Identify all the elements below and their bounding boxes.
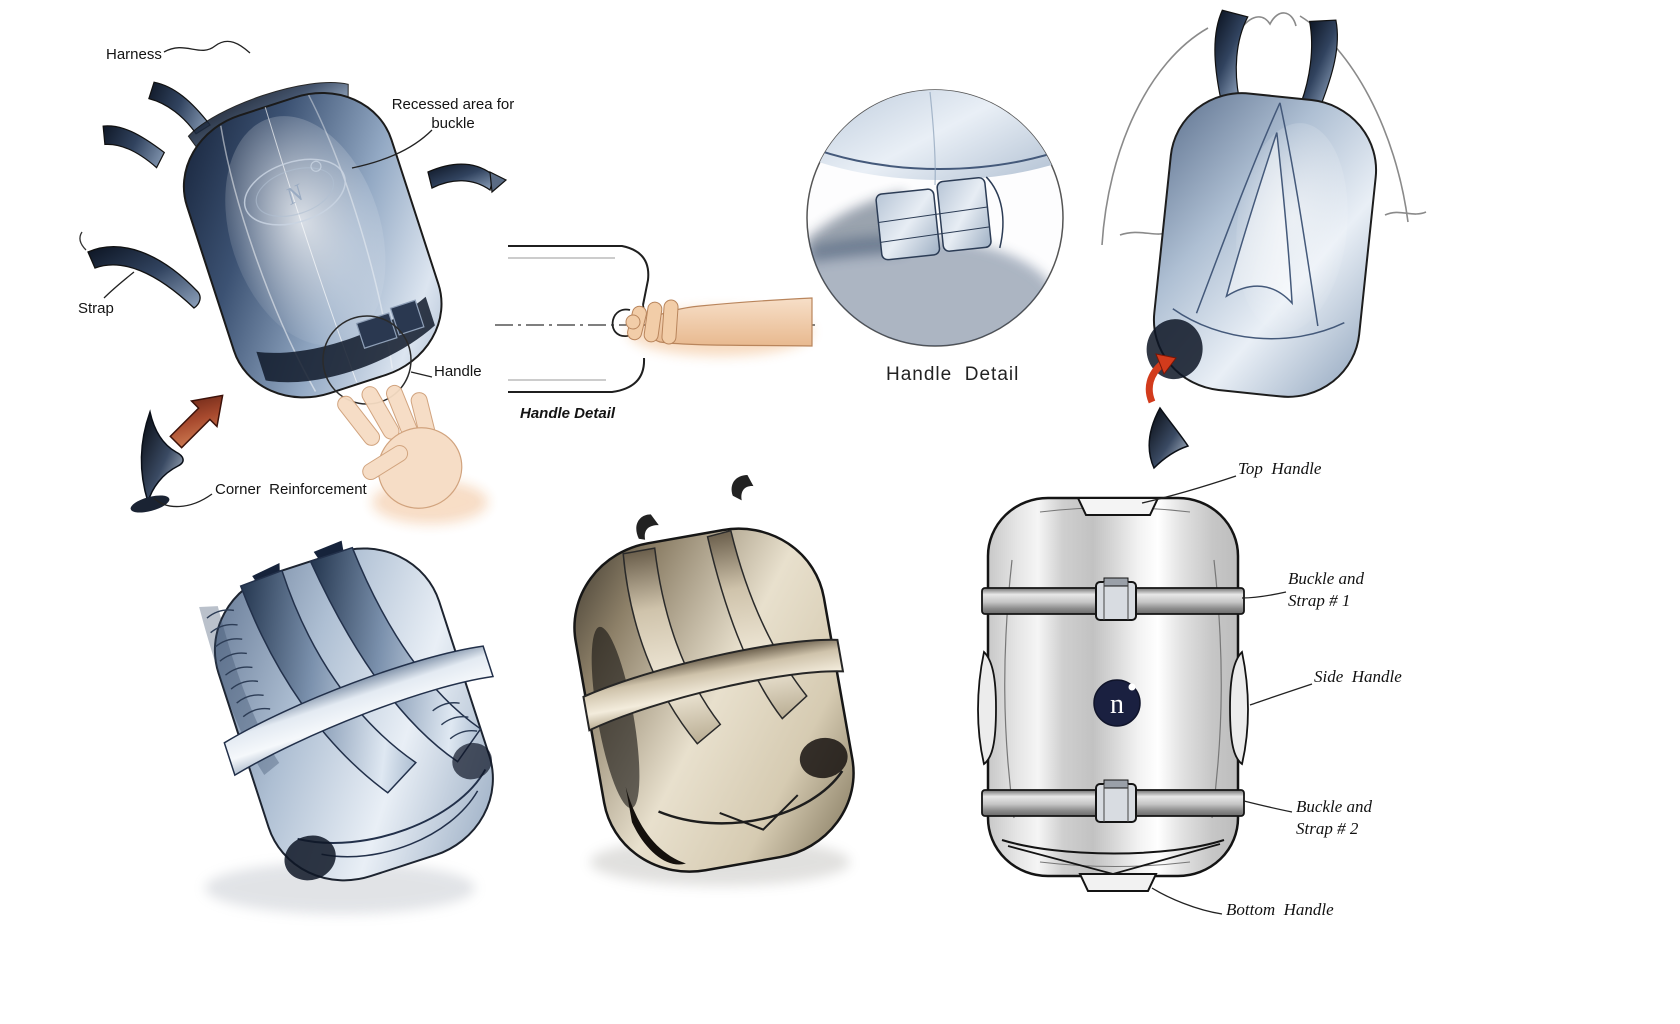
backpack-top-left-sketch: N bbox=[79, 81, 508, 524]
buckle-strap-shape bbox=[427, 163, 495, 192]
buckle-strap-1-label: Buckle and Strap # 1 bbox=[1288, 569, 1364, 611]
harness-strap bbox=[148, 81, 211, 135]
strap-shape bbox=[87, 246, 201, 309]
leader-lines bbox=[103, 40, 1313, 915]
side-handle-label: Side Handle bbox=[1314, 667, 1402, 686]
leader-corner bbox=[153, 493, 213, 508]
backpack-bottom-center-sketch bbox=[573, 474, 855, 886]
red-arrow bbox=[169, 394, 224, 449]
handle-label: Handle bbox=[434, 363, 482, 380]
gripping-hand-sketch bbox=[625, 297, 813, 356]
leader-strap bbox=[103, 271, 135, 299]
waist-band bbox=[582, 638, 845, 732]
leader-side-handle bbox=[1249, 683, 1313, 706]
harness-label: Harness bbox=[106, 46, 162, 63]
buckle-1 bbox=[1095, 577, 1137, 621]
leader-bottom-handle bbox=[1151, 887, 1223, 915]
corner-reinforcement-piece-small bbox=[1148, 406, 1190, 470]
leader-buckle-1 bbox=[1241, 591, 1287, 599]
leader-handle bbox=[410, 371, 433, 378]
waist-band bbox=[223, 645, 495, 777]
corner-reinforcement-label: Corner Reinforcement bbox=[215, 481, 367, 498]
leader-buckle-2 bbox=[1243, 800, 1293, 813]
backpack-back-view-sketch bbox=[1101, 9, 1427, 470]
handle-panel bbox=[355, 312, 398, 349]
buckle-2 bbox=[1095, 779, 1137, 823]
bottom-handle-shape bbox=[1078, 873, 1158, 892]
shoulder-strap bbox=[622, 547, 722, 745]
top-handle-shape bbox=[1076, 497, 1160, 516]
corner-reinforcement-piece bbox=[130, 409, 184, 513]
leader-harness bbox=[163, 40, 251, 54]
leader-recessed bbox=[351, 129, 433, 169]
handle-cross-section-sketch bbox=[495, 245, 815, 393]
top-handle-label: Top Handle bbox=[1238, 459, 1322, 478]
backpack-bottom-left-sketch bbox=[199, 540, 495, 914]
shoulder-strap bbox=[309, 546, 482, 763]
handle-detail-sketch-label: Handle Detail bbox=[520, 405, 616, 422]
brand-logo-letter: n bbox=[1110, 689, 1124, 720]
brand-logo: n bbox=[1093, 679, 1141, 727]
handle-detail-zoom-label: Handle Detail bbox=[886, 364, 1020, 385]
leader-top-handle bbox=[1141, 475, 1237, 504]
red-curved-arrow bbox=[1145, 353, 1177, 404]
harness-strap bbox=[102, 125, 166, 169]
handle-grip-panels bbox=[875, 176, 1004, 261]
side-handle-left bbox=[977, 650, 997, 766]
bottom-handle-label: Bottom Handle bbox=[1226, 900, 1334, 919]
recessed-area-label: Recessed area for buckle bbox=[391, 96, 515, 132]
strap-label: Strap bbox=[78, 300, 114, 317]
center-panel bbox=[1225, 132, 1293, 306]
shoulder-strap bbox=[239, 569, 417, 794]
side-handle-right bbox=[1229, 650, 1249, 766]
harness-strap bbox=[1300, 19, 1339, 106]
harness-strap bbox=[1214, 9, 1249, 100]
buckle-strap-2-label: Buckle and Strap # 2 bbox=[1296, 797, 1372, 839]
recessed-buckle-area bbox=[243, 158, 346, 226]
rib-lines bbox=[206, 609, 478, 740]
handle-panel bbox=[389, 299, 425, 336]
hand-sketch bbox=[337, 384, 488, 524]
backpack-front-schematic: n bbox=[977, 496, 1249, 892]
